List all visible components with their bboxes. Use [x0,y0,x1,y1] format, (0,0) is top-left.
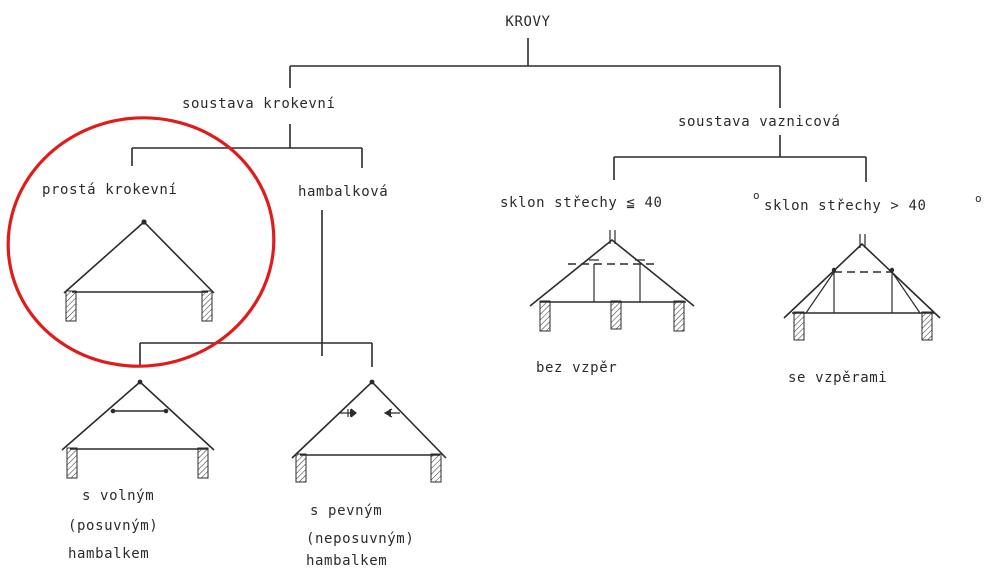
wall-left [295,453,307,483]
wall-left [793,311,805,341]
ridge-joint [369,379,375,385]
rafters [61,380,215,451]
collar-joint-left [110,408,116,414]
right-a-caption: bez vzpěr [536,360,617,376]
wall-right [197,447,209,479]
branch-right-label: soustava vaznicová [678,114,841,130]
wall-right [921,311,933,341]
sub-b-caption-1: s pevným [310,503,382,519]
purlin-right [889,267,895,273]
collar-anchor-right [385,409,391,417]
right-b-degree: o [975,192,982,205]
wall-left [65,290,77,322]
truss-free-collar [61,379,215,479]
rafters [783,242,941,319]
sub-a-caption-3: hambalkem [68,546,149,562]
left-a-label: prostá krokevní [42,182,177,198]
right-a-label: sklon střechy ≦ 40 [500,195,663,211]
labels: KROVY soustava krokevní soustava vaznico… [42,14,982,568]
tree-connectors [131,38,867,367]
wall-middle [610,300,622,330]
sub-a-caption-2: (posuvným) [68,518,158,534]
left-b-label: hambalková [298,184,388,200]
sub-a-caption-1: s volným [82,488,154,504]
collar-anchor-left [350,409,356,417]
right-a-degree: o [753,189,760,202]
right-b-caption: se vzpěrami [788,370,887,386]
branch-left-label: soustava krokevní [182,96,336,112]
purlin-truss-no-struts [529,230,695,332]
wall-left [66,447,78,479]
highlight-ellipse [6,116,276,368]
truss-simple-rafter [63,219,215,322]
ridge-joint [137,379,143,385]
rafters [291,380,447,459]
purlin-truss-with-struts [783,234,941,341]
sub-b-caption-3: hambalkem [306,553,387,568]
rafters [529,238,695,307]
truss-fixed-collar [291,379,447,483]
wall-left [539,300,551,332]
wall-right [673,300,685,332]
ridge-joint [141,219,147,225]
root-label: KROVY [505,14,550,30]
rafters [63,220,215,294]
purlin-left [831,267,837,273]
strut-left [805,271,835,314]
wall-right [201,290,213,322]
sub-b-caption-2: (neposuvným) [306,531,414,547]
wall-right [430,453,442,483]
strut-right [891,271,921,314]
collar-joint-right [163,408,169,414]
right-b-label: sklon střechy > 40 [764,198,927,214]
